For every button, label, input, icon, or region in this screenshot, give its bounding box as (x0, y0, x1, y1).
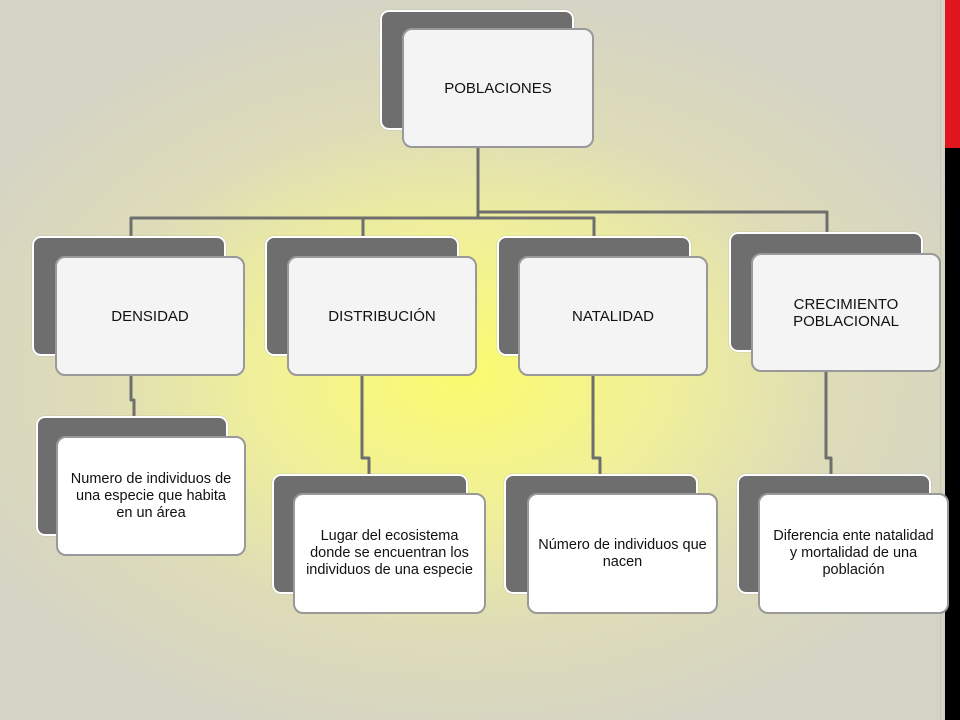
description-text-natalidad: Número de individuos que nacen (538, 536, 707, 570)
description-node-densidad: Numero de individuos de una especie que … (56, 436, 246, 556)
category-label-natalidad: NATALIDAD (572, 307, 654, 325)
category-node-densidad: DENSIDAD (55, 256, 245, 376)
root-label: POBLACIONES (444, 79, 552, 97)
category-node-crecimiento: CRECIMIENTO POBLACIONAL (751, 253, 941, 372)
root-node: POBLACIONES (402, 28, 594, 148)
description-node-natalidad: Número de individuos que nacen (527, 493, 718, 614)
category-node-natalidad: NATALIDAD (518, 256, 708, 376)
category-node-distribucion: DISTRIBUCIÓN (287, 256, 477, 376)
category-label-crecimiento: CRECIMIENTO POBLACIONAL (793, 295, 899, 330)
description-text-crecimiento: Diferencia ente natalidad y mortalidad d… (773, 528, 934, 578)
accent-bar-red (945, 0, 960, 148)
description-text-distribucion: Lugar del ecosistema donde se encuentran… (306, 528, 473, 578)
description-node-distribucion: Lugar del ecosistema donde se encuentran… (293, 493, 486, 614)
description-node-crecimiento: Diferencia ente natalidad y mortalidad d… (758, 493, 949, 614)
category-label-distribucion: DISTRIBUCIÓN (328, 307, 436, 325)
category-label-densidad: DENSIDAD (111, 307, 189, 325)
description-text-densidad: Numero de individuos de una especie que … (70, 470, 232, 521)
